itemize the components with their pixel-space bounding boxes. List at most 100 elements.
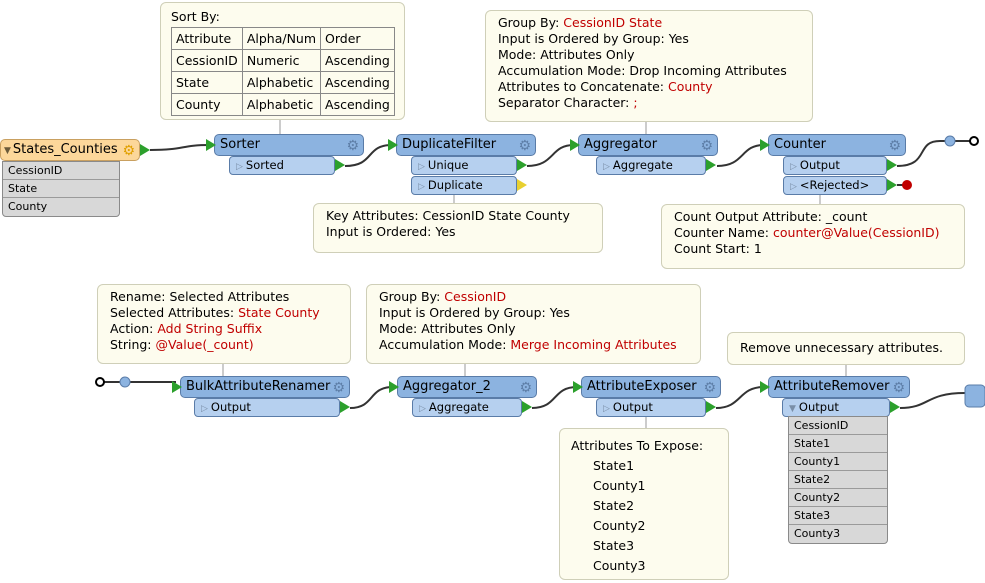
transformer-renamer[interactable]: BulkAttributeRenamer⚙ [180, 376, 350, 398]
exposed-attribute: State3 [593, 538, 635, 553]
parameter-value: counter@Value(CessionID) [773, 225, 940, 240]
output-port-arrow[interactable] [340, 401, 350, 413]
output-port[interactable]: ▷Aggregate [596, 156, 706, 175]
gear-icon[interactable]: ⚙ [888, 138, 901, 154]
output-port-arrow[interactable] [522, 401, 532, 413]
conn-source-sorter [149, 144, 211, 151]
input-port-arrow[interactable] [388, 139, 398, 151]
gear-icon[interactable]: ⚙ [518, 138, 531, 154]
transformer-name: AttributeExposer [587, 379, 697, 394]
parameter-value: County [667, 79, 713, 94]
annotation-remove[interactable]: Remove unnecessary attributes. [727, 332, 965, 365]
expand-icon[interactable]: ▷ [419, 404, 426, 414]
output-port[interactable]: ▷Output [783, 156, 887, 175]
transformer-aggregator2[interactable]: Aggregator_2⚙ [397, 376, 537, 398]
output-port[interactable]: ▷Output [596, 398, 706, 417]
attribute-item: State3 [789, 507, 887, 525]
transformer-counter[interactable]: Counter⚙ [768, 134, 906, 156]
expand-icon[interactable]: ▷ [201, 404, 208, 414]
output-port-arrow[interactable] [887, 159, 897, 171]
gear-icon[interactable]: ⚙ [122, 143, 135, 159]
expand-icon[interactable]: ▷ [418, 162, 425, 172]
transformer-source[interactable]: ▼States_Counties ⚙ [0, 139, 140, 161]
output-port-arrow[interactable] [517, 179, 527, 191]
transformer-name: DuplicateFilter [402, 137, 497, 152]
exposed-attribute: County1 [593, 478, 646, 493]
parameter-value: Add String Suffix [157, 321, 263, 336]
junction-icon [119, 376, 131, 388]
transformer-exposer[interactable]: AttributeExposer ⚙ [581, 376, 721, 398]
output-port[interactable]: ▷Duplicate [411, 176, 517, 195]
expand-icon[interactable]: ▷ [603, 162, 610, 172]
parameter-label: Mode: Attributes Only [379, 321, 516, 336]
parameter-value: State County [238, 305, 320, 320]
output-port-arrow[interactable] [890, 401, 900, 413]
transformer-name: BulkAttributeRenamer [186, 379, 331, 394]
output-port[interactable]: ▷<Rejected> [783, 176, 887, 195]
gear-icon[interactable]: ⚙ [519, 380, 532, 396]
expand-down-icon[interactable]: ▼ [789, 404, 796, 414]
annotation-line: Mode: Attributes Only [379, 321, 688, 337]
output-port[interactable]: ▷Aggregate [412, 398, 522, 417]
output-port-arrow[interactable] [335, 159, 345, 171]
annotation-title: Sort By: [171, 9, 220, 24]
conn-renamer-agg2 [349, 386, 394, 409]
transformer-remover[interactable]: AttributeRemover⚙ [768, 376, 910, 398]
gear-icon[interactable]: ⚙ [700, 138, 713, 154]
input-port-arrow[interactable] [570, 139, 580, 151]
expand-icon[interactable]: ▷ [790, 182, 797, 192]
expand-icon[interactable]: ▷ [418, 182, 425, 192]
output-port-arrow[interactable] [706, 401, 716, 413]
transformer-aggregator[interactable]: Aggregator⚙ [578, 134, 718, 156]
rejected-terminal-icon [902, 180, 912, 190]
parameter-label: Action: [110, 321, 158, 336]
expand-icon[interactable]: ▷ [603, 404, 610, 414]
transformer-name: States_Counties [12, 142, 118, 157]
port-label: Aggregate [612, 158, 673, 172]
input-port-arrow[interactable] [760, 139, 770, 151]
gear-icon[interactable]: ⚙ [892, 380, 905, 396]
annotation-line: Group By: CessionID State [498, 15, 800, 31]
output-port[interactable]: ▼Output [782, 398, 890, 417]
input-port-arrow[interactable] [206, 139, 216, 151]
input-port-arrow[interactable] [389, 381, 399, 393]
output-port[interactable]: ▷Unique [411, 156, 517, 175]
transformer-sorter[interactable]: Sorter⚙ [214, 134, 364, 156]
table-cell: State [171, 71, 243, 94]
port-label: Sorted [245, 158, 284, 172]
gear-icon[interactable]: ⚙ [346, 138, 359, 154]
annotation-line: Count Start: 1 [674, 241, 952, 257]
expand-icon[interactable]: ▷ [236, 162, 243, 172]
output-port-arrow[interactable] [517, 159, 527, 171]
parameter-label: Input is Ordered: Yes [326, 224, 456, 239]
annotation-line: Rename: Selected Attributes [110, 289, 338, 305]
output-port[interactable]: ▷Sorted [229, 156, 335, 175]
input-port-arrow[interactable] [760, 381, 770, 393]
parameter-label: Remove unnecessary attributes. [740, 340, 943, 355]
output-port-arrow[interactable] [140, 144, 150, 156]
output-port-arrow[interactable] [706, 159, 716, 171]
collapse-icon[interactable]: ▼ [4, 146, 11, 156]
output-port-arrow[interactable] [887, 179, 897, 191]
output-port[interactable]: ▷Output [194, 398, 340, 417]
input-port-arrow[interactable] [573, 381, 583, 393]
parameter-value: CessionID State [563, 15, 663, 30]
output-terminal-icon [969, 136, 979, 146]
input-port-arrow[interactable] [172, 381, 182, 393]
gear-icon[interactable]: ⚙ [332, 380, 345, 396]
gear-icon[interactable]: ⚙ [703, 380, 716, 396]
transformer-dupfilter[interactable]: DuplicateFilter ⚙ [396, 134, 536, 156]
port-label: Output [798, 400, 839, 414]
expand-icon[interactable]: ▷ [790, 162, 797, 172]
junction-icon [944, 135, 956, 147]
parameter-label: Accumulation Mode: [379, 337, 511, 352]
